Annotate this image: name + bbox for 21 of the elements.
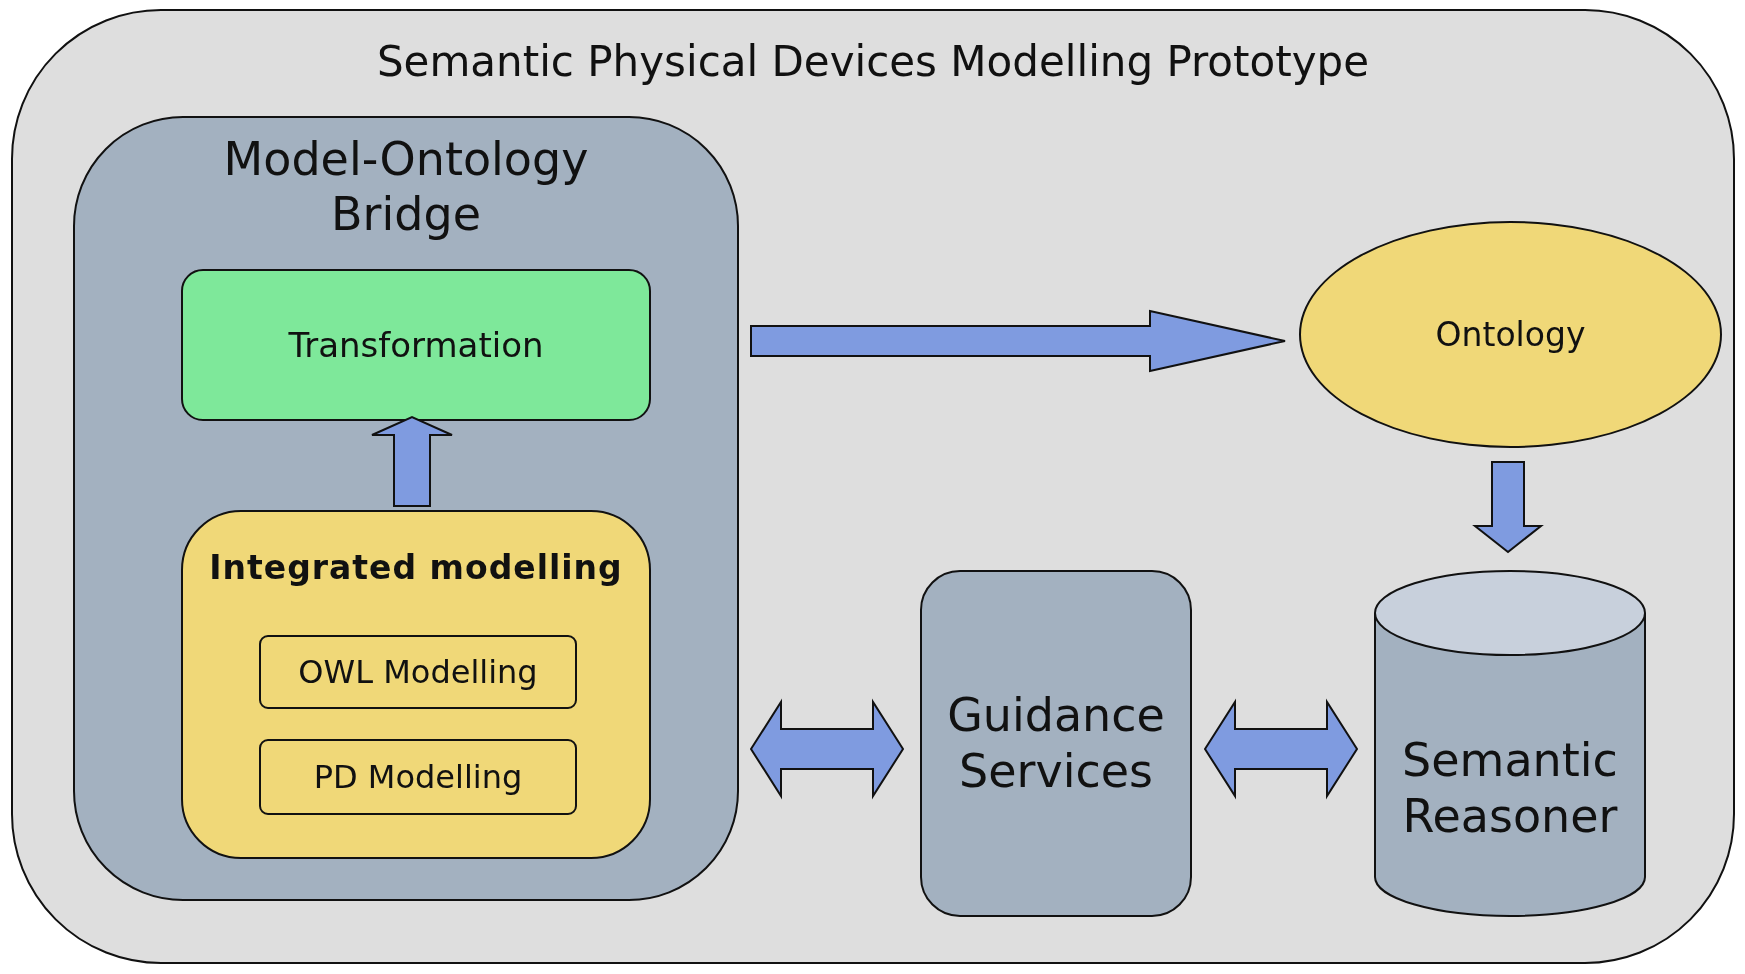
label-text: Guidance Services <box>946 688 1166 799</box>
label-text: Semantic Reasoner <box>1401 733 1619 844</box>
block-arrow <box>749 698 905 800</box>
label-text: Transformation <box>288 324 544 366</box>
bridge-panel <box>73 116 739 901</box>
label-text: OWL Modelling <box>298 652 538 692</box>
system-container <box>11 9 1735 964</box>
service-box <box>920 570 1192 917</box>
module-panel <box>181 510 651 859</box>
block-arrow <box>750 309 1286 373</box>
label-text: Ontology <box>1435 314 1586 355</box>
process-box <box>259 739 577 815</box>
label-text: PD Modelling <box>313 757 523 797</box>
label-text: Semantic Physical Devices Modelling Prototype <box>376 37 1370 88</box>
process-box <box>181 269 651 421</box>
label-text: Integrated modelling <box>209 548 623 588</box>
block-arrow <box>1203 698 1359 800</box>
label-text: Model-Ontology Bridge <box>222 132 590 243</box>
process-box <box>259 635 577 709</box>
block-arrow <box>371 415 453 507</box>
block-arrow <box>1472 461 1544 554</box>
